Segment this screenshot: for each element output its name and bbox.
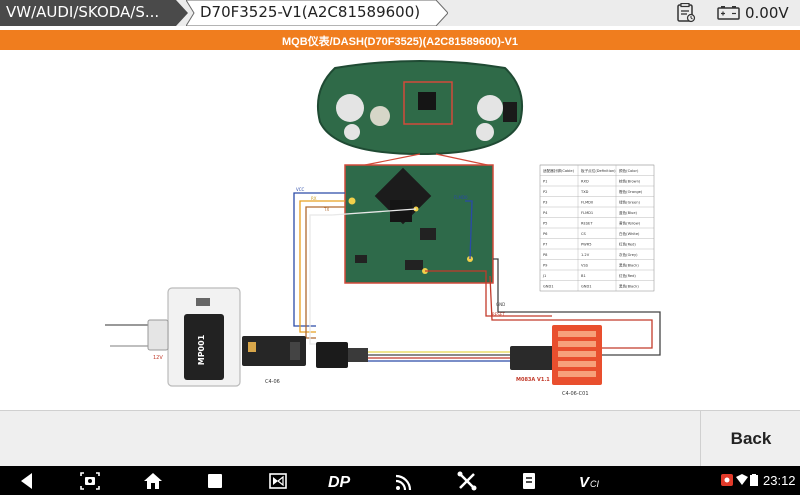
power-cable: 12V	[105, 319, 169, 361]
screenshot-icon[interactable]	[79, 470, 101, 492]
pin-table-cell: FLMD1	[581, 211, 593, 215]
pin-label-flmd0: FLMD0	[454, 195, 468, 200]
pin-table-cell: 棕色(Brown)	[619, 179, 641, 184]
breadcrumb-make[interactable]: VW/AUDI/SKODA/S...	[0, 0, 188, 26]
pin-table-cell: 绿色(Green)	[619, 200, 640, 205]
pin-table-cell: 橙色(Orange)	[619, 189, 643, 194]
volt-label: 12V	[153, 355, 163, 361]
svg-text:DP: DP	[328, 474, 351, 491]
report-icon[interactable]	[518, 470, 540, 492]
breadcrumb-make-label: VW/AUDI/SKODA/S...	[6, 3, 160, 21]
pin-table-cell: P5	[543, 222, 547, 226]
c4-06-c01-label: C4-06-C01	[562, 391, 589, 397]
pin-table-cell: P9	[543, 264, 548, 268]
pin-label-reset: RESET	[492, 312, 505, 317]
pin-table-cell: B1	[581, 274, 586, 278]
pin-table-cell: 红色(Red)	[619, 242, 636, 247]
report-icon[interactable]	[676, 3, 696, 23]
dp-icon[interactable]: DP	[327, 470, 357, 492]
back-icon[interactable]	[16, 470, 38, 492]
db-connector	[316, 342, 368, 368]
pin-table-cell: P3	[543, 201, 547, 205]
c4-06-c01-adapter: C4-06-C01	[552, 325, 602, 397]
pin-table-cell: RESET	[581, 222, 593, 226]
breadcrumb-arrow-shape	[0, 0, 188, 26]
home-icon[interactable]	[142, 470, 164, 492]
pin-table-cell: 黑色(Black)	[619, 284, 639, 289]
board-closeup	[344, 164, 494, 284]
pin-table-cell: J1	[542, 274, 546, 278]
pin-table-cell: 黑色(Black)	[619, 263, 639, 268]
pin-table-cell: 黄色(Yellow)	[619, 221, 641, 226]
breadcrumb-module-label: D70F3525-V1(A2C81589600)	[200, 3, 421, 21]
pin-label-vcc: VCC	[296, 187, 305, 192]
clock: 23:12	[763, 473, 796, 488]
pin-label-rx: RX	[311, 196, 317, 201]
pin-table-cell: GND1	[581, 285, 592, 289]
wifi-status-icon	[736, 474, 748, 485]
pin-table-cell: 红色(Red)	[619, 273, 636, 278]
m083a-label: M083A V1.1	[516, 377, 550, 383]
wiring-diagram: MP001 12V C4-06	[0, 50, 800, 410]
footer-bar: Back	[0, 410, 800, 467]
pin-table-cell: 1.2V	[581, 253, 590, 257]
tools-icon[interactable]	[456, 470, 478, 492]
pin-table-cell: PWR5	[581, 243, 592, 247]
pin-table-header-cell: 板子点位(Definition)	[581, 168, 616, 173]
top-header: VW/AUDI/SKODA/S... D70F3525-V1(A2C815896…	[0, 0, 800, 26]
battery-status-icon	[750, 474, 758, 486]
pin-table-cell: P6	[543, 232, 548, 236]
svg-text:V: V	[579, 474, 591, 491]
pin-table-cell: FLMD0	[581, 201, 594, 205]
m083a-board: M083A V1.1	[510, 346, 554, 383]
wiring-diagram-image: MP001 12V C4-06	[105, 60, 661, 397]
pin-table-cell: 白色(White)	[619, 231, 640, 236]
pin-table-cell: CS	[581, 232, 587, 236]
pin-labels: VCC RX TX GND RESET FLMD0	[296, 187, 505, 317]
mirror-icon[interactable]	[267, 470, 289, 492]
c4-06-label: C4-06	[265, 379, 280, 385]
voltage-readout: 0.00V	[745, 4, 789, 22]
pin-table-cell: GND1	[543, 285, 554, 289]
breadcrumb-module[interactable]: D70F3525-V1(A2C81589600)	[186, 0, 448, 26]
page-title: MQB仪表/DASH(D70F3525)(A2C81589600)-V1	[282, 36, 518, 48]
svg-text:CI: CI	[590, 479, 599, 489]
pin-table-cell: P7	[543, 243, 547, 247]
pin-table-header-cell: 适配器针脚(Cable)	[543, 168, 575, 173]
pin-table-header-cell: 颜色(Color)	[619, 168, 639, 173]
pin-table-cell: P2	[543, 190, 547, 194]
back-button[interactable]: Back	[700, 411, 800, 467]
pin-table-cell: 灰色(Grey)	[619, 252, 638, 257]
battery-icon	[717, 6, 740, 20]
back-button-label: Back	[730, 429, 772, 448]
wifi-icon[interactable]	[393, 470, 415, 492]
pin-label-gnd: GND	[496, 302, 505, 307]
pin-table-cell: TXD	[580, 190, 589, 194]
wires	[293, 192, 661, 362]
pin-table-cell: P1	[543, 180, 547, 184]
pin-table-cell: VSS	[581, 264, 589, 268]
pin-table-cell: P4	[543, 211, 548, 215]
dashboard-pcb	[316, 60, 524, 167]
recent-apps-icon[interactable]	[204, 470, 226, 492]
pin-table-cell: P8	[543, 253, 548, 257]
mp001-label: MP001	[197, 334, 206, 365]
title-bar: MQB仪表/DASH(D70F3525)(A2C81589600)-V1	[0, 30, 800, 50]
pin-table-cell: RXD	[581, 180, 589, 184]
recording-icon	[721, 474, 733, 486]
pin-table-cell: 蓝色(Blue)	[619, 210, 638, 215]
c4-06-adapter: C4-06	[242, 336, 306, 385]
mp001-device: MP001	[167, 287, 241, 387]
pin-label-tx: TX	[323, 207, 329, 212]
breadcrumb-arrow-shape	[186, 0, 448, 26]
